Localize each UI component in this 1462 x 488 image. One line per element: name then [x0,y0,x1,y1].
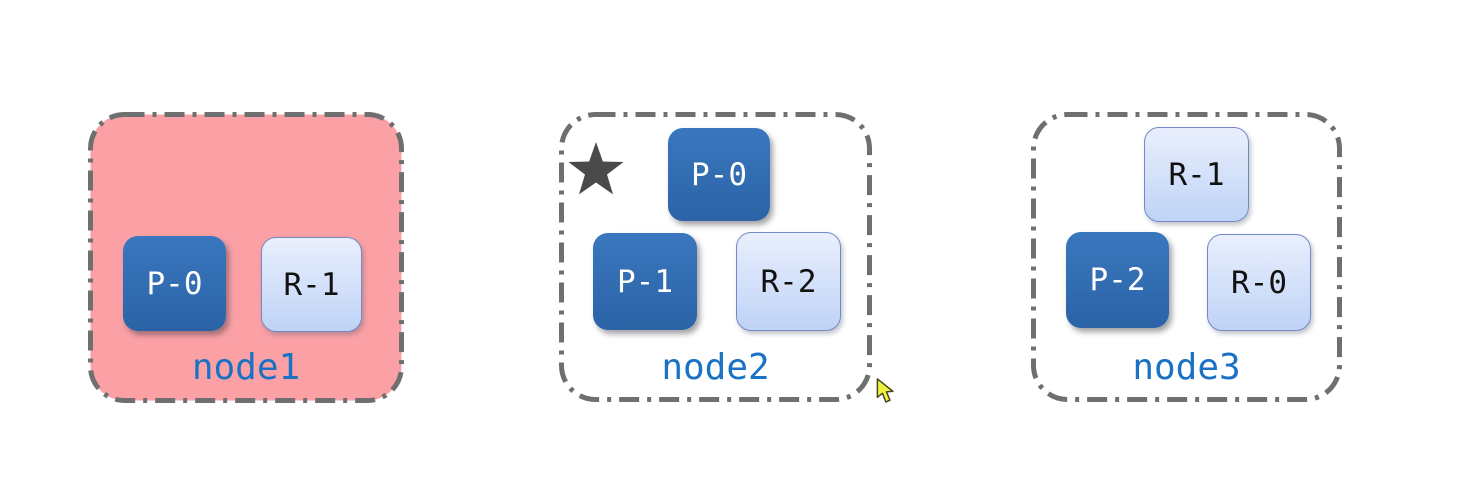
node2-process-box-p0[interactable]: P-0 [668,128,770,221]
node1-resource-box-r1[interactable]: R-1 [261,237,362,332]
node2-resource-box-r2[interactable]: R-2 [736,232,841,331]
star-icon [568,142,624,195]
mouse-pointer-icon [876,378,894,403]
node2-process-box-p1[interactable]: P-1 [593,233,697,330]
box-label: P-0 [691,156,747,193]
box-label: R-1 [283,266,340,303]
box-label: P-0 [146,265,203,302]
box-label: R-0 [1231,264,1287,301]
node3-resource-box-r1[interactable]: R-1 [1144,127,1249,222]
node2-container[interactable]: P-0 P-1 R-2 node2 [559,112,872,402]
node3-process-box-p2[interactable]: P-2 [1066,232,1169,328]
box-label: R-1 [1168,156,1225,193]
node1-process-box-p0[interactable]: P-0 [123,236,226,331]
node1-label: node1 [191,347,301,388]
box-label: P-1 [617,263,673,300]
node3-container[interactable]: R-1 P-2 R-0 node3 [1031,112,1342,402]
box-label: P-2 [1089,262,1146,298]
node2-label: node2 [661,347,770,388]
node1-container[interactable]: P-0 R-1 node1 [88,112,404,403]
box-label: R-2 [760,263,817,300]
node3-resource-box-r0[interactable]: R-0 [1207,234,1311,331]
node3-label: node3 [1132,347,1241,388]
